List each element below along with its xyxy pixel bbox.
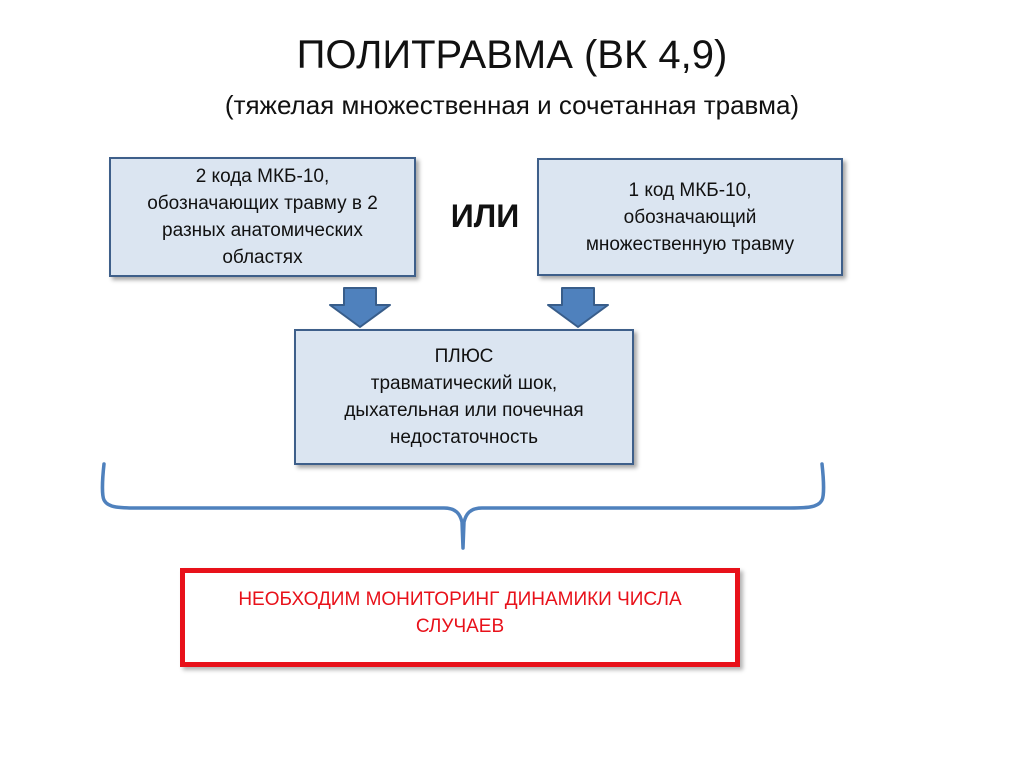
or-label: ИЛИ bbox=[450, 198, 520, 234]
box-one-icd-code-text: 1 код МКБ-10, обозначающий множественную… bbox=[585, 179, 795, 255]
box-two-icd-codes-text: 2 кода МКБ-10, обозначающих травму в 2 р… bbox=[147, 166, 378, 268]
box-two-icd-codes: 2 кода МКБ-10, обозначающих травму в 2 р… bbox=[109, 157, 416, 277]
result-text: НЕОБХОДИМ МОНИТОРИНГ ДИНАМИКИ ЧИСЛА СЛУЧ… bbox=[238, 588, 682, 637]
box-one-icd-code: 1 код МКБ-10, обозначающий множественную… bbox=[537, 158, 843, 276]
page-subtitle: (тяжелая множественная и сочетанная трав… bbox=[224, 90, 800, 120]
box-plus-conditions: ПЛЮС травматический шок, дыхательная или… bbox=[294, 329, 634, 465]
box-plus-conditions-text: ПЛЮС травматический шок, дыхательная или… bbox=[344, 346, 584, 448]
curly-brace-icon bbox=[100, 462, 826, 550]
down-arrow-icon bbox=[329, 287, 391, 328]
page-title: ПОЛИТРАВМА (ВК 4,9) bbox=[296, 33, 728, 77]
down-arrow-icon bbox=[547, 287, 609, 328]
result-box: НЕОБХОДИМ МОНИТОРИНГ ДИНАМИКИ ЧИСЛА СЛУЧ… bbox=[180, 568, 740, 667]
